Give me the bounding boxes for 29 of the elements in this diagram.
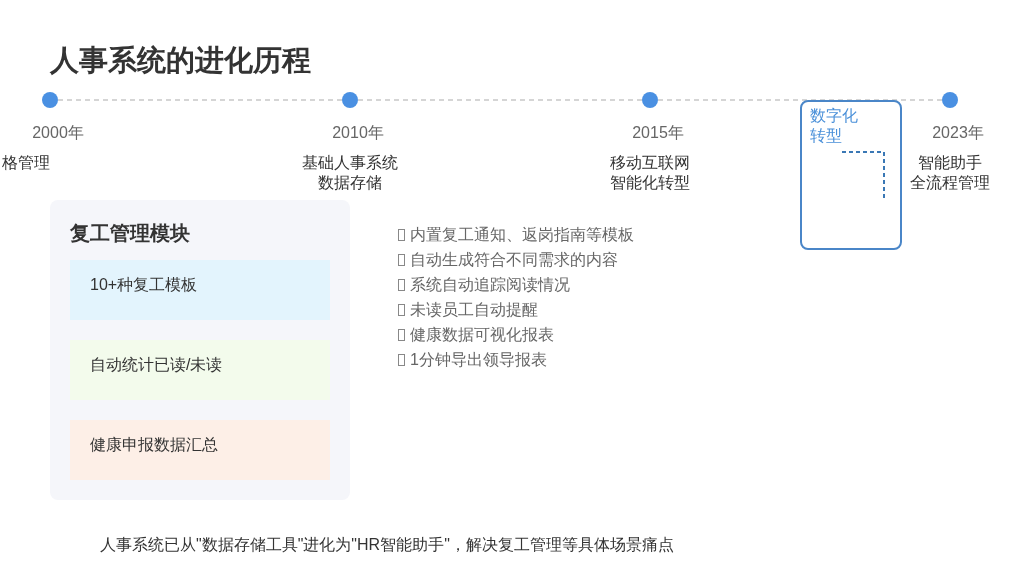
year-label: 2023年	[931, 124, 985, 142]
milestone-text: 格管理	[1, 153, 50, 173]
milestone-text: 全流程管理	[909, 173, 991, 193]
timeline-connector	[57, 99, 343, 101]
year-label: 2010年	[331, 124, 385, 142]
year-label: 2000年	[31, 124, 85, 142]
feature-text: 10+种复工模板	[90, 275, 198, 295]
bullet-text: 自动生成符合不同需求的内容	[410, 249, 618, 270]
bullet-text: 系统自动追踪阅读情况	[410, 274, 570, 295]
card-title: 复工管理模块	[70, 221, 190, 246]
year-label: 2015年	[631, 124, 685, 142]
milestone-text: 移动互联网	[609, 153, 691, 173]
bullet-text: 健康数据可视化报表	[410, 324, 554, 345]
milestone-text: 数据存储	[317, 173, 383, 193]
feature-text: 健康申报数据汇总	[90, 435, 218, 455]
caption: 人事系统已从"数据存储工具"进化为"HR智能助手"，解决复工管理等具体场景痛点	[100, 535, 674, 555]
milestone-text: 智能助手	[917, 153, 983, 173]
title: 人事系统的进化历程	[50, 43, 311, 78]
bullet-text: 1分钟导出领导报表	[410, 349, 547, 370]
timeline-connector	[357, 99, 643, 101]
bullet-text: 未读员工自动提醒	[410, 299, 538, 320]
highlight-box	[800, 100, 902, 250]
milestone-text: 基础人事系统	[301, 153, 399, 173]
timeline-connector	[657, 99, 943, 101]
bullet-text: 内置复工通知、返岗指南等模板	[410, 224, 634, 245]
milestone-text: 智能化转型	[609, 173, 691, 193]
module-card	[50, 200, 350, 500]
box-label: 数字化转型	[810, 106, 859, 146]
feature-text: 自动统计已读/未读	[90, 355, 223, 375]
